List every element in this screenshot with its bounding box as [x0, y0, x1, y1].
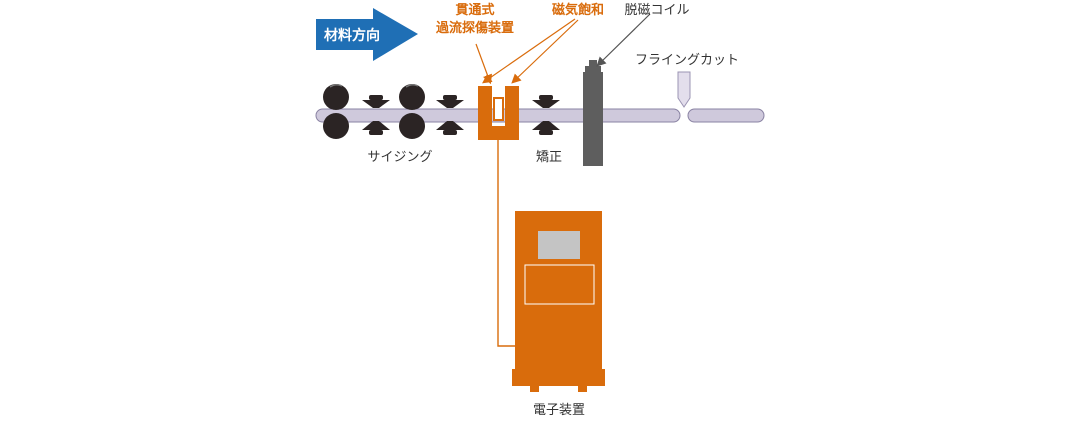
pipe-cut-segment	[687, 108, 765, 123]
direction-label: 材料方向	[324, 27, 380, 44]
saturation-leader-1	[482, 18, 576, 84]
sizing-rollers	[323, 83, 425, 139]
electronics-cabinet	[512, 211, 605, 392]
pipe	[315, 108, 765, 123]
eddy-probe-label-line1: 貫通式	[455, 2, 494, 18]
direction-arrow-shape	[316, 8, 418, 61]
demagnetizing-coil	[583, 60, 603, 166]
eddy-probe-label-line2: 過流探傷装置	[435, 20, 514, 36]
hourglass-roller-1	[362, 95, 390, 135]
hourglass-roller-3	[532, 95, 560, 135]
cabinet-base	[512, 369, 605, 386]
saturation-leader-2	[511, 19, 579, 84]
straightening-label: 矯正	[536, 150, 562, 165]
leader-lines	[475, 13, 651, 85]
demag-coil-top	[585, 66, 601, 74]
sizing-roller-top-1	[323, 84, 349, 110]
eddy-probe-leader	[475, 43, 493, 85]
sizing-roller-bottom-1	[323, 113, 349, 139]
demag-coil-leader	[596, 13, 651, 67]
probe-inner-coil	[493, 97, 504, 121]
material-direction-arrow: 材料方向	[316, 8, 418, 61]
hourglass-roller-2	[436, 95, 464, 135]
cabinet-foot-right	[578, 386, 587, 392]
electronics-label: 電子装置	[533, 403, 585, 418]
magnetic-saturation-label: 磁気飽和	[552, 2, 604, 18]
flying-cut-blade	[677, 71, 691, 108]
hourglass-rollers	[362, 95, 560, 135]
sizing-roller-bottom-2	[399, 113, 425, 139]
demag-coil-label: 脱磁コイル	[624, 3, 689, 18]
sizing-roller-top-2	[399, 84, 425, 110]
eddy-current-probe	[478, 86, 519, 140]
demag-coil-body	[583, 72, 603, 166]
probe-cable	[497, 140, 515, 347]
probe-u-shape	[478, 86, 519, 140]
flying-cut-label: フライングカット	[635, 53, 739, 68]
demag-coil-tip	[589, 60, 597, 68]
cabinet-panel	[524, 264, 595, 305]
cabinet-screen	[538, 231, 580, 259]
sizing-label: サイジング	[367, 150, 432, 165]
cabinet-foot-left	[530, 386, 539, 392]
